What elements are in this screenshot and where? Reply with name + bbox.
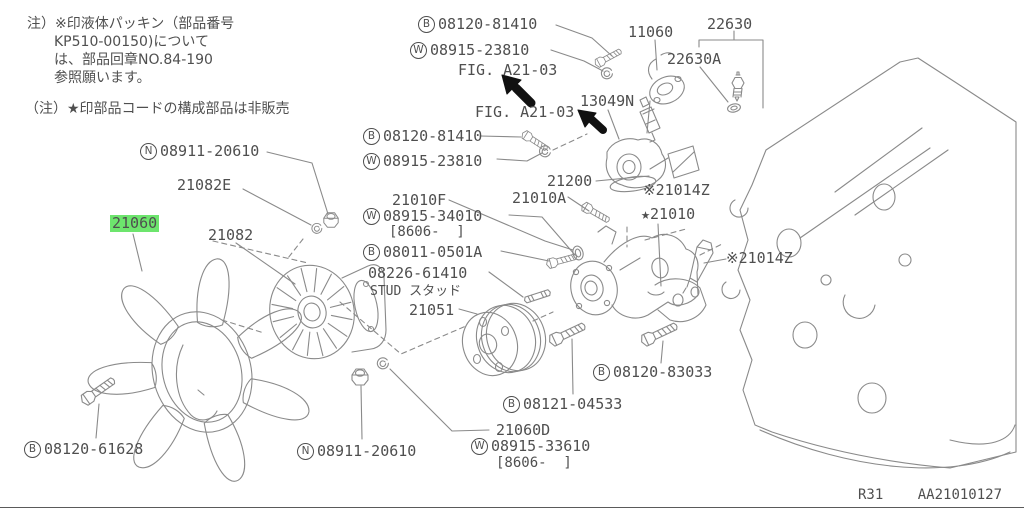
fan-clutch-illustration: [269, 264, 387, 360]
sealant-tube-illustration: [667, 145, 714, 294]
part-label-21200[interactable]: 21200: [547, 172, 593, 190]
prefix-circle-W: W: [363, 208, 380, 225]
part-label-21014Z-upper[interactable]: ※21014Z: [643, 181, 710, 199]
drawing-number: AA21010127: [917, 487, 1003, 503]
date-range-8606-lower: [8606- ]: [496, 455, 572, 471]
part-label-08011-0501A[interactable]: B 08011-0501A: [363, 244, 482, 261]
water-pump-illustration: [570, 225, 707, 323]
leader-lines: [95, 24, 764, 440]
part-label-22630[interactable]: 22630: [707, 15, 753, 33]
part-label-11060[interactable]: 11060: [628, 23, 674, 41]
engine-block-illustration: [721, 57, 1017, 469]
star-parts-note: （注）★印部品コードの構成部品は非販売: [25, 101, 290, 117]
prefix-circle-N: N: [297, 443, 314, 460]
water-outlet-illustration: [646, 52, 685, 134]
sensor-22630-illustration: [727, 71, 745, 113]
fig-arrow-2: [577, 109, 607, 134]
part-label-08120-81410-top[interactable]: B 08120-81410: [418, 16, 537, 33]
part-label-13049N[interactable]: 13049N: [580, 92, 635, 110]
footer-rule: [0, 507, 1024, 508]
drawing-footer: R31 AA21010127: [858, 487, 1002, 503]
part-label-08120-81410-mid[interactable]: B 08120-81410: [363, 128, 482, 145]
part-label-21010-star[interactable]: ★21010: [641, 205, 696, 223]
liquid-gasket-note-line1: 注）※印液体パッキン（部品番号: [27, 16, 235, 32]
fan-illustration: [86, 255, 315, 486]
prefix-circle-W: W: [363, 153, 380, 170]
part-label-21010F[interactable]: 21010F: [392, 191, 447, 209]
liquid-gasket-note-line2: KP510-00150)について: [54, 34, 209, 50]
prefix-circle-W: W: [471, 438, 488, 455]
fig-reference-a21-03-first[interactable]: FIG. A21-03: [458, 61, 558, 79]
prefix-circle-B: B: [593, 364, 610, 381]
part-label-08915-34010[interactable]: W 08915-34010: [363, 208, 482, 225]
date-range-8606-upper: [8606- ]: [389, 224, 465, 240]
pulley-illustration: [461, 302, 547, 377]
part-label-08911-20610-bottom[interactable]: N 08911-20610: [297, 443, 416, 460]
part-label-08911-20610-top[interactable]: N 08911-20610: [140, 143, 259, 160]
prefix-circle-B: B: [24, 441, 41, 458]
prefix-circle-B: B: [363, 244, 380, 261]
part-label-22630A[interactable]: 22630A: [667, 50, 722, 68]
part-label-08915-23810-mid[interactable]: W 08915-23810: [363, 153, 482, 170]
part-label-21010A[interactable]: 21010A: [512, 189, 567, 207]
part-label-21014Z-lower[interactable]: ※21014Z: [726, 249, 793, 267]
thermostat-illustration: [605, 96, 667, 193]
prefix-circle-N: N: [140, 143, 157, 160]
dashed-guide-lines: [212, 133, 723, 355]
part-label-08121-04533[interactable]: B 08121-04533: [503, 396, 622, 413]
part-label-21051[interactable]: 21051: [409, 301, 455, 319]
prefix-circle-B: B: [418, 16, 435, 33]
part-label-08120-83033[interactable]: B 08120-83033: [593, 364, 712, 381]
part-label-21082[interactable]: 21082: [208, 226, 254, 244]
liquid-gasket-note-line3: は、部品回章NO.84-190: [54, 52, 213, 68]
part-label-08915-33610[interactable]: W 08915-33610: [471, 438, 590, 455]
part-label-08120-61628[interactable]: B 08120-61628: [24, 441, 143, 458]
fig-reference-a21-03-second[interactable]: FIG. A21-03: [475, 103, 575, 121]
sheet-code: R31: [858, 487, 884, 503]
prefix-circle-W: W: [410, 42, 427, 59]
part-label-21082E[interactable]: 21082E: [177, 176, 232, 194]
prefix-circle-B: B: [503, 396, 520, 413]
part-label-08915-23810-top[interactable]: W 08915-23810: [410, 42, 529, 59]
part-label-08226-61410[interactable]: 08226-61410: [368, 264, 468, 282]
stud-caption: STUD スタッド: [370, 284, 462, 299]
liquid-gasket-note-line4: 参照願います。: [54, 70, 151, 86]
fig-arrow-1: [501, 74, 536, 108]
prefix-circle-B: B: [363, 128, 380, 145]
highlighted-part-number: 21060: [110, 214, 160, 232]
part-label-21060-selected[interactable]: 21060: [110, 214, 160, 232]
part-label-21060D[interactable]: 21060D: [496, 421, 551, 439]
